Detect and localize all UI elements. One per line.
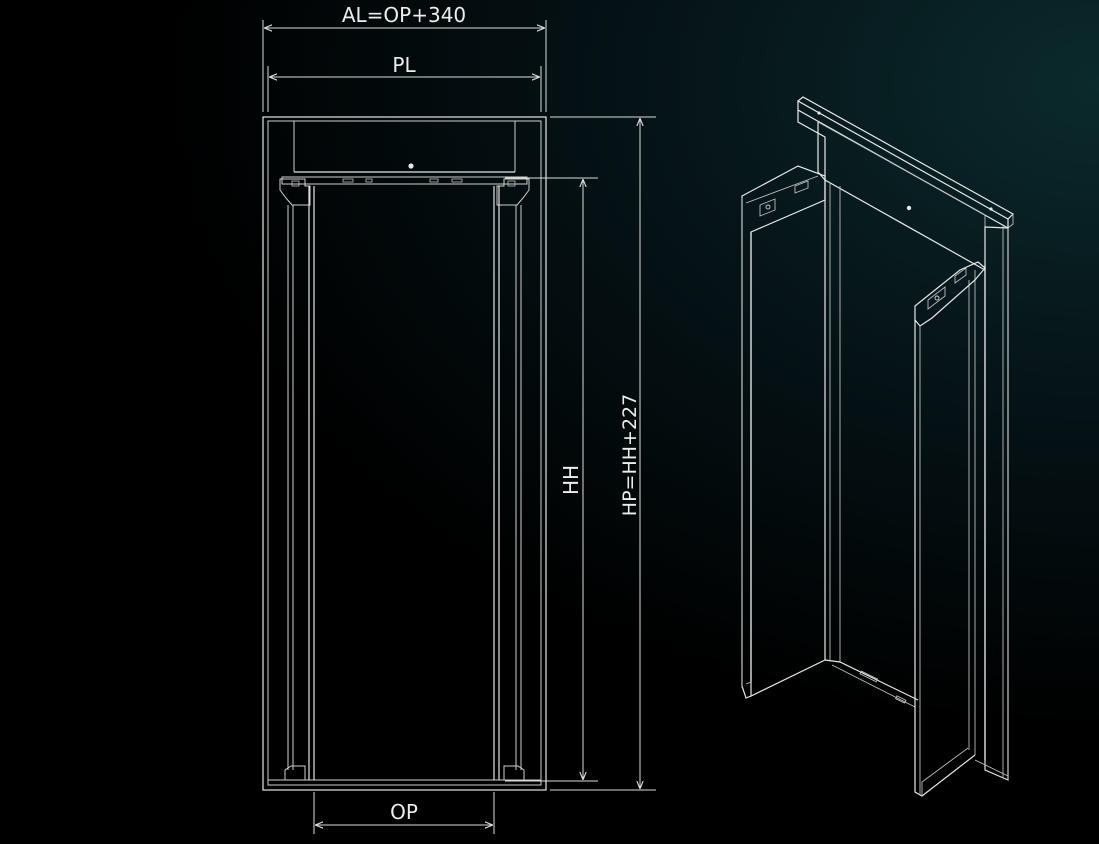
pl-label: PL xyxy=(392,53,416,77)
iso-sill-slot-2 xyxy=(895,695,907,704)
iso-top-bar-end xyxy=(1007,214,1014,229)
iso-top-bolt-1 xyxy=(817,111,821,115)
iso-header-box xyxy=(797,110,986,271)
iso-sill-slot xyxy=(859,670,879,683)
dimension-lines xyxy=(262,20,656,834)
iso-right-bracket-2 xyxy=(954,267,967,284)
iso-header-inner xyxy=(817,121,986,265)
iso-top-bar-front xyxy=(797,101,1009,230)
front-elevation xyxy=(262,116,547,791)
iso-right-panel-face xyxy=(914,320,976,797)
bottom-left-foot xyxy=(284,765,306,780)
iso-right-panel-foot xyxy=(921,747,969,796)
header-bolt xyxy=(408,163,414,169)
iso-top-bolt-2 xyxy=(989,207,993,211)
iso-right-foot-line xyxy=(974,759,1009,777)
iso-left-bracket-bolt xyxy=(765,204,771,210)
iso-left-panel-top xyxy=(741,165,826,699)
iso-bottom-sill xyxy=(824,659,919,701)
iso-left-panel-top-line xyxy=(745,175,819,204)
iso-right-outer-jamb xyxy=(984,226,1009,781)
top-right-bracket-bolt xyxy=(507,180,516,187)
iso-left-bracket-2 xyxy=(794,180,809,194)
iso-left-bracket xyxy=(759,198,776,217)
rail-slot-3 xyxy=(429,178,439,183)
iso-right-bracket xyxy=(927,286,946,310)
top-right-bracket xyxy=(496,178,530,206)
rail-slot-4 xyxy=(451,178,463,183)
iso-back-left-jamb xyxy=(817,122,826,660)
iso-left-panel-face xyxy=(750,232,826,697)
top-left-bracket-bolt xyxy=(291,180,300,187)
iso-left-panel-foot xyxy=(745,681,752,696)
isometric-view xyxy=(741,96,1014,797)
al-label: AL=OP+340 xyxy=(342,3,466,27)
rail-slot-1 xyxy=(342,178,354,183)
iso-right-bracket-bolt xyxy=(934,295,940,301)
hh-label: HH xyxy=(559,465,583,495)
lintel-rail xyxy=(281,176,528,185)
rail-slot-2 xyxy=(365,178,373,183)
bottom-right-foot xyxy=(503,765,525,780)
hp-label: HP=HH+227 xyxy=(619,394,641,516)
iso-header-bolt xyxy=(906,205,912,211)
outer-frame xyxy=(262,116,547,791)
iso-bottom-sill-2 xyxy=(831,664,916,708)
top-left-bracket xyxy=(279,178,311,206)
iso-right-panel-top xyxy=(914,261,986,327)
op-label: OP xyxy=(390,800,418,824)
